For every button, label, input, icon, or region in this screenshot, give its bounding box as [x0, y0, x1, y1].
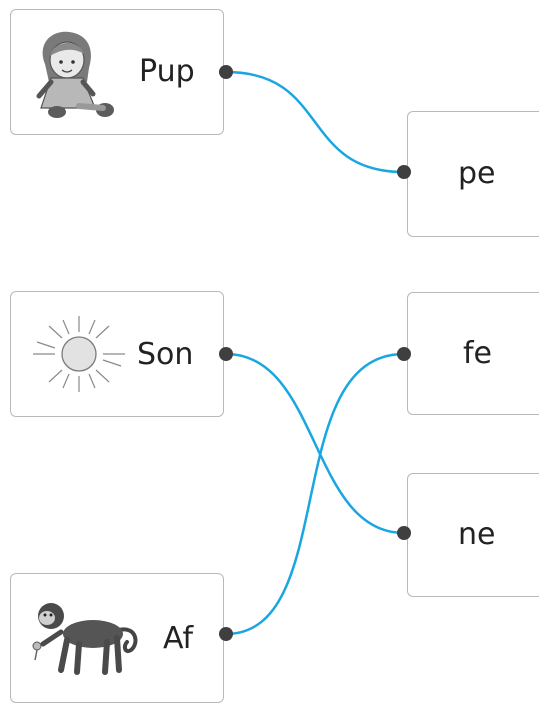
syllable-ne: ne — [458, 517, 496, 552]
left-card-af: Af — [10, 573, 224, 703]
connector-dot-son[interactable] — [219, 347, 233, 361]
connector-dot-pup[interactable] — [219, 65, 233, 79]
left-card-pup: Pup — [10, 9, 224, 135]
connector-dot-fe[interactable] — [397, 347, 411, 361]
word-af: Af — [163, 621, 194, 656]
syllable-fe: fe — [463, 336, 493, 371]
sun-icon — [33, 316, 125, 392]
match-line-af-fe — [225, 352, 405, 636]
connector-dot-ne[interactable] — [397, 526, 411, 540]
syllable-pe: pe — [458, 156, 496, 191]
connector-dot-af[interactable] — [219, 627, 233, 641]
word-son: Son — [137, 337, 194, 372]
doll-icon — [36, 31, 114, 118]
left-card-son: Son — [10, 291, 224, 417]
monkey-icon — [32, 603, 138, 675]
right-card-pe: pe — [407, 111, 539, 237]
connector-dot-pe[interactable] — [397, 165, 411, 179]
match-line-pup-pe — [225, 70, 405, 174]
word-pup: Pup — [139, 54, 195, 89]
match-line-son-ne — [225, 352, 405, 535]
right-card-ne: ne — [407, 473, 539, 597]
